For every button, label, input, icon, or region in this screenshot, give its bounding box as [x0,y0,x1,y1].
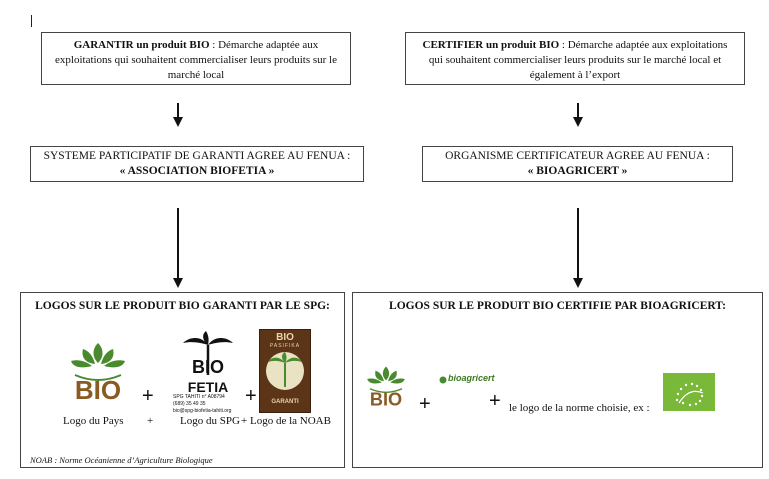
bio-country-logo-small: BIO [367,366,405,409]
noab-logo-sub: PASIFIKA [269,343,301,349]
bioagricert-leaf-icon [439,376,447,384]
spg-logos-panel: LOGOS SUR LE PRODUIT BIO GARANTI PAR LE … [20,292,345,468]
certify-box: CERTIFIER un produit BIO : Démarche adap… [405,32,745,85]
arrow-right-2 [577,208,579,280]
biofetia-line2: (689) 35 49 35 [173,401,206,407]
arrow-left-2-head [173,278,183,288]
arrow-right-1-head [573,117,583,127]
biofetia-palm-icon: BIO [183,331,233,377]
caption-country-logo: Logo du Pays [63,415,124,427]
certifier-line2: « BIOAGRICERT » [527,165,628,177]
noab-logo-top: BIO [276,332,294,343]
spg-box: SYSTEME PARTICIPATIF DE GARANTI AGREE AU… [30,146,364,182]
certify-title: CERTIFIER un produit BIO [422,39,560,51]
plus-sign-2: + [245,385,257,407]
bioagricert-logo-text: bioagricert [448,373,495,383]
biofetia-word2: FETIA [187,379,229,395]
biofetia-logo: BIO FETIA SPG TAHITI n° A08794 (689) 35 … [173,331,243,414]
spg-line2: « ASSOCIATION BIOFETIA » [119,165,275,177]
caption-noab-logo: Logo de la NOAB [250,415,331,427]
bio-country-logo-small-text: BIO [370,390,402,409]
arrow-right-1 [577,103,579,117]
plus-sign-3: + [419,393,431,415]
bioagricert-logo: bioagricert [439,371,501,393]
arrow-left-1-head [173,117,183,127]
certifier-box: ORGANISME CERTIFICATEUR AGREE AU FENUA :… [422,146,733,182]
spg-line1: SYSTEME PARTICIPATIF DE GARANTI AGREE AU… [43,150,351,162]
guarantee-title: GARANTIR un produit BIO [73,39,210,51]
caption-plus-2: + [241,415,248,427]
plus-sign-4: + [489,390,501,412]
certifier-line1: ORGANISME CERTIFICATEUR AGREE AU FENUA : [445,150,710,162]
certify-description: : Démarche adaptée aux exploitations qui… [428,39,728,81]
eu-organic-logo [663,373,715,411]
noab-footnote: NOAB : Norme Océanienne d’Agriculture Bi… [30,455,213,465]
biofetia-line3: bio@spg-biofetia-tahiti.org [173,408,232,414]
noab-palm-icon [266,352,304,390]
plus-sign-1: + [142,385,154,407]
bioagricert-logos-panel: LOGOS SUR LE PRODUIT BIO CERTIFIE PAR BI… [352,292,763,468]
arrow-left-1 [177,103,179,117]
arrow-right-2-head [573,278,583,288]
caption-plus-1: + [147,415,154,427]
biofetia-line1: SPG TAHITI n° A08794 [173,394,225,400]
text-cursor [31,15,32,27]
noab-logo: BIO PASIFIKA GARANTI [259,329,311,413]
spg-logos-title: LOGOS SUR LE PRODUIT BIO GARANTI PAR LE … [35,300,330,312]
bio-country-logo: BIO [71,343,125,403]
norm-logo-caption: le logo de la norme choisie, ex : [509,402,650,414]
guarantee-box: GARANTIR un produit BIO : Démarche adapt… [41,32,351,85]
bio-country-logo-text: BIO [75,375,121,403]
caption-spg-logo: Logo du SPG [180,415,240,427]
biofetia-word1: BIO [192,357,224,375]
arrow-left-2 [177,208,179,280]
bioagricert-logos-title: LOGOS SUR LE PRODUIT BIO CERTIFIE PAR BI… [389,300,726,312]
guarantee-description: : Démarche adaptée aux exploitations qui… [55,39,337,81]
noab-logo-bottom: GARANTI [271,399,299,405]
